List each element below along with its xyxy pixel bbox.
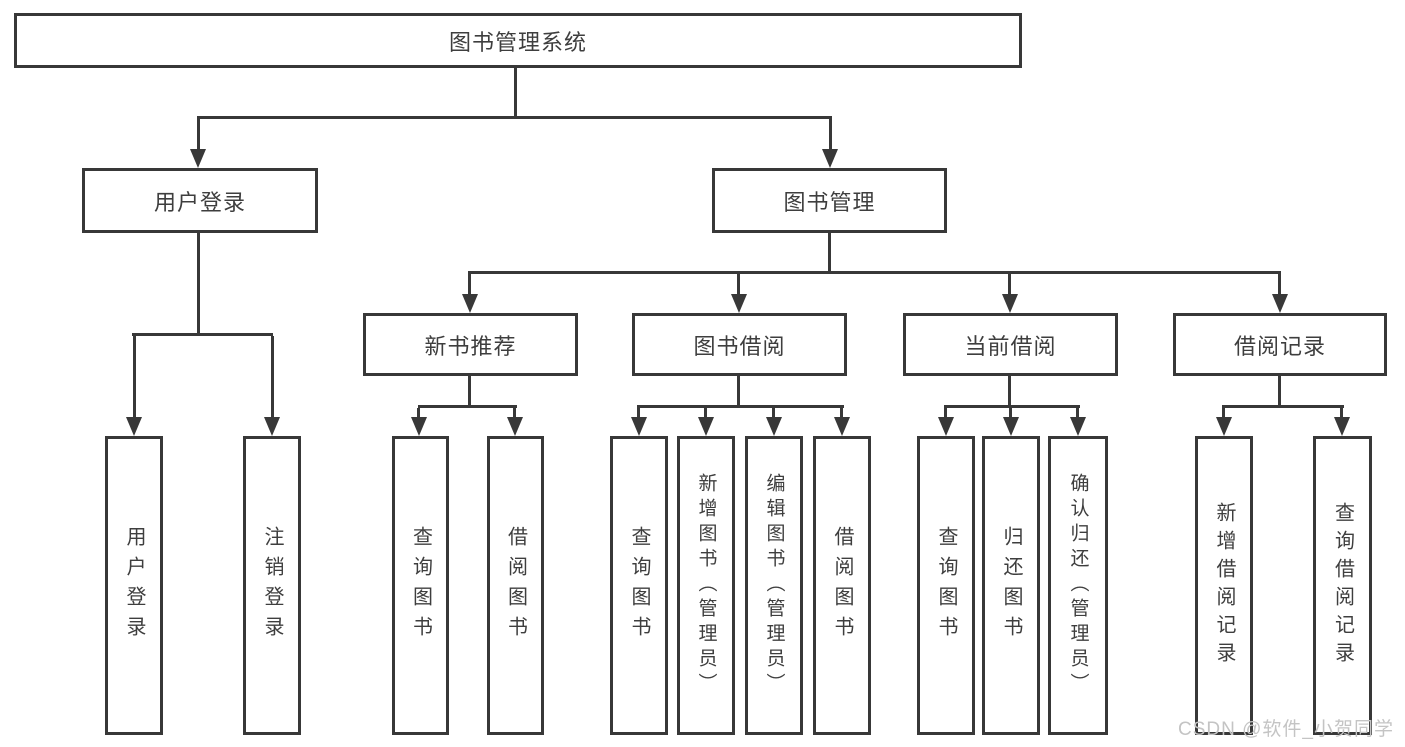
connector-to-leaf-logout (271, 336, 274, 420)
connector-new-book-recommend-split (418, 405, 517, 408)
arrow-to-leaf-add-book (698, 417, 714, 436)
leaf-logout-label: 注销登录 (261, 525, 283, 646)
connector-to-current-borrow (1008, 274, 1011, 296)
connector-to-new-book-recommend (468, 274, 471, 296)
node-root: 图书管理系统 (14, 13, 1022, 68)
arrow-to-leaf-query-borrow-record (1334, 417, 1350, 436)
node-root-label: 图书管理系统 (448, 29, 587, 55)
node-borrow-records-label: 借阅记录 (1233, 333, 1326, 359)
leaf-add-book-admin-label: 新增图书（管理员） (695, 473, 717, 698)
arrow-to-leaf-edit-book (766, 417, 782, 436)
arrow-to-leaf-return-book (1003, 417, 1019, 436)
connector-user-login-stem (197, 233, 200, 335)
node-book-borrow-label: 图书借阅 (693, 333, 786, 359)
connector-book-borrow-stem (737, 376, 740, 408)
connector-leaf-stem (417, 408, 420, 420)
connector-leaf-stem (1340, 408, 1343, 420)
node-new-book-recommend: 新书推荐 (363, 313, 578, 376)
connector-to-borrow-records (1278, 274, 1281, 296)
connector-book-management-stem (828, 233, 831, 274)
node-user-login-label: 用户登录 (153, 189, 246, 215)
leaf-query-books-3-label: 查询图书 (935, 525, 957, 646)
connector-new-book-recommend-stem (468, 376, 471, 408)
leaf-confirm-return-admin-label: 确认归还（管理员） (1067, 473, 1089, 698)
connector-leaf-stem (637, 408, 640, 420)
leaf-query-books-3: 查询图书 (917, 436, 975, 735)
connector-leaf-stem (1222, 408, 1225, 420)
leaf-query-borrow-record-label: 查询借阅记录 (1331, 501, 1354, 670)
connector-current-borrow-stem (1008, 376, 1011, 408)
connector-book-management-split (468, 271, 1281, 274)
arrow-to-leaf-query-books-2 (631, 417, 647, 436)
leaf-user-login-label: 用户登录 (123, 525, 145, 646)
arrow-to-book-management (822, 149, 838, 168)
connector-to-user-login (197, 119, 200, 152)
leaf-borrow-books-2-label: 借阅图书 (831, 525, 853, 646)
leaf-user-login: 用户登录 (105, 436, 163, 735)
leaf-return-book: 归还图书 (982, 436, 1040, 735)
connector-borrow-records-split (1222, 405, 1344, 408)
leaf-add-book-admin: 新增图书（管理员） (677, 436, 735, 735)
connector-book-borrow-split (637, 405, 844, 408)
leaf-query-borrow-record: 查询借阅记录 (1313, 436, 1372, 735)
connector-leaf-stem (1076, 408, 1079, 420)
connector-root-split (197, 116, 832, 119)
node-book-management: 图书管理 (712, 168, 947, 233)
node-book-management-label: 图书管理 (783, 189, 876, 215)
connector-borrow-records-stem (1278, 376, 1281, 408)
node-current-borrow-label: 当前借阅 (964, 333, 1057, 359)
node-user-login: 用户登录 (82, 168, 318, 233)
leaf-return-book-label: 归还图书 (1000, 525, 1022, 646)
arrow-to-borrow-records (1272, 294, 1288, 313)
leaf-add-borrow-record-label: 新增借阅记录 (1213, 501, 1235, 670)
connector-leaf-stem (513, 408, 516, 420)
arrow-to-leaf-query-books-1 (411, 417, 427, 436)
leaf-edit-book-admin-label: 编辑图书（管理员） (763, 473, 785, 698)
connector-leaf-stem (1009, 408, 1012, 420)
arrow-to-book-borrow (731, 294, 747, 313)
leaf-edit-book-admin: 编辑图书（管理员） (745, 436, 803, 735)
leaf-confirm-return-admin: 确认归还（管理员） (1048, 436, 1108, 735)
leaf-add-borrow-record: 新增借阅记录 (1195, 436, 1253, 735)
arrow-to-current-borrow (1002, 294, 1018, 313)
connector-to-book-borrow (737, 274, 740, 296)
arrow-to-leaf-logout (264, 417, 280, 436)
node-current-borrow: 当前借阅 (903, 313, 1118, 376)
leaf-borrow-books-1: 借阅图书 (487, 436, 544, 735)
leaf-borrow-books-1-label: 借阅图书 (504, 525, 527, 646)
connector-to-leaf-user-login (133, 336, 136, 420)
arrow-to-leaf-add-borrow-record (1216, 417, 1232, 436)
connector-to-book-management (829, 119, 832, 152)
leaf-query-books-1: 查询图书 (392, 436, 449, 735)
leaf-query-books-2-label: 查询图书 (628, 525, 650, 646)
arrow-to-leaf-user-login (126, 417, 142, 436)
connector-user-login-split (132, 333, 273, 336)
leaf-query-books-1-label: 查询图书 (409, 525, 432, 646)
arrow-to-leaf-query-books-3 (938, 417, 954, 436)
node-new-book-recommend-label: 新书推荐 (424, 333, 517, 359)
connector-leaf-stem (772, 408, 775, 420)
connector-root-stem (514, 68, 517, 118)
arrow-to-leaf-borrow-books-1 (507, 417, 523, 436)
csdn-watermark: CSDN @软件_小贺同学 (1178, 719, 1394, 740)
connector-current-borrow-split (944, 405, 1080, 408)
connector-leaf-stem (840, 408, 843, 420)
leaf-logout: 注销登录 (243, 436, 301, 735)
node-borrow-records: 借阅记录 (1173, 313, 1387, 376)
connector-leaf-stem (944, 408, 947, 420)
leaf-borrow-books-2: 借阅图书 (813, 436, 871, 735)
leaf-query-books-2: 查询图书 (610, 436, 668, 735)
connector-leaf-stem (704, 408, 707, 420)
arrow-to-new-book-recommend (462, 294, 478, 313)
arrow-to-user-login (190, 149, 206, 168)
arrow-to-leaf-borrow-books-2 (834, 417, 850, 436)
arrow-to-leaf-confirm-return (1070, 417, 1086, 436)
node-book-borrow: 图书借阅 (632, 313, 847, 376)
